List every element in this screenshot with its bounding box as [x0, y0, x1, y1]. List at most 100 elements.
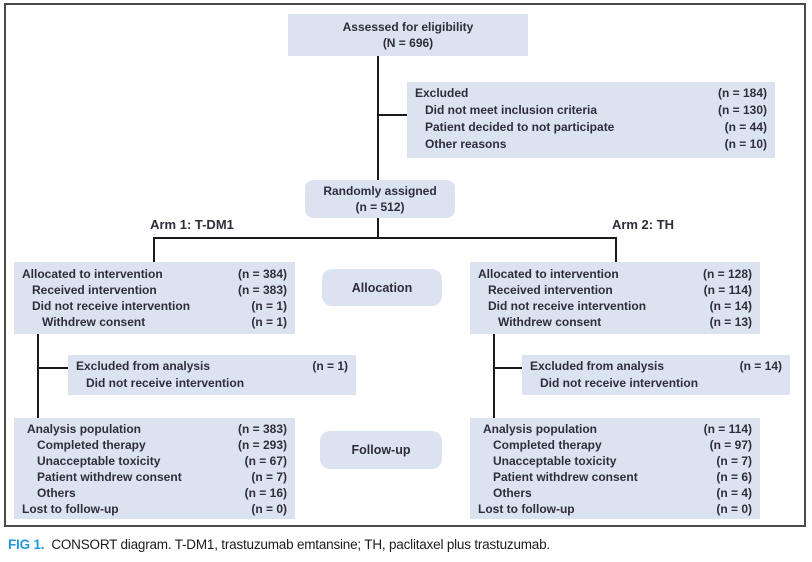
row-label: Lost to follow-up: [22, 502, 119, 516]
stage-label-allocation: Allocation: [322, 269, 442, 306]
box-row: Did not meet inclusion criteria (n = 130): [415, 102, 767, 119]
box-row: Did not receive intervention: [530, 375, 782, 392]
row-value: (n = 383): [237, 422, 287, 436]
connector-to-excluded: [377, 114, 407, 116]
row-label: Did not meet inclusion criteria: [425, 103, 598, 117]
assessed-line1: Assessed for eligibility: [342, 19, 474, 34]
row-label: Patient decided to not participate: [425, 120, 615, 134]
box-row: Unacceptable toxicity (n = 7): [478, 453, 752, 469]
row-value: (n = 128): [702, 267, 752, 281]
row-value: (n = 44): [724, 120, 767, 134]
row-label: Completed therapy: [37, 438, 146, 452]
box-row: Allocated to intervention (n = 128): [478, 266, 752, 282]
row-label: Analysis population: [27, 422, 142, 436]
row-value: (n = 0): [251, 502, 287, 516]
row-value: (n = 1): [251, 315, 287, 329]
row-value: (n = 7): [716, 454, 752, 468]
box-randomly-assigned: Randomly assigned (n = 512): [305, 180, 455, 218]
row-label: Others: [37, 486, 76, 500]
row-value: (n = 1): [312, 359, 348, 373]
box-row: Others (n = 16): [22, 485, 287, 501]
box-analysis-arm2: Analysis population(n = 114)Completed th…: [470, 418, 760, 519]
row-value: (n = 130): [717, 103, 767, 117]
row-label: Other reasons: [425, 137, 507, 151]
row-label: Excluded from analysis: [530, 359, 665, 373]
box-row: Unacceptable toxicity (n = 67): [22, 453, 287, 469]
row-value: (n = 67): [244, 454, 287, 468]
row-label: Did not receive intervention: [32, 299, 191, 313]
row-label: Withdrew consent: [498, 315, 602, 329]
box-row: Allocated to intervention (n = 384): [22, 266, 287, 282]
row-value: (n = 97): [709, 438, 752, 452]
row-label: Excluded from analysis: [76, 359, 211, 373]
randomized-line1: Randomly assigned: [323, 183, 437, 198]
assessed-count: (N = 696): [382, 36, 434, 50]
connector-left-allocation-to-analysis: [37, 334, 39, 418]
row-label: Did not receive intervention: [540, 376, 699, 390]
box-row: Excluded from analysis (n = 1): [76, 358, 348, 375]
box-row: Did not receive intervention: [76, 375, 348, 392]
box-assessed-eligibility: Assessed for eligibility (N = 696): [288, 14, 528, 56]
connector-assessed-to-randomized: [377, 56, 379, 180]
row-value: (n = 16): [244, 486, 287, 500]
row-value: (n = 293): [237, 438, 287, 452]
arm2-label: Arm 2: TH: [611, 217, 675, 232]
box-row: Received intervention (n = 114): [478, 282, 752, 298]
box-row: Completed therapy (n = 97): [478, 437, 752, 453]
box-row: Received intervention (n = 383): [22, 282, 287, 298]
row-label: Others: [493, 486, 532, 500]
box-analysis-arm1: Analysis population(n = 383)Completed th…: [14, 418, 295, 519]
row-label: Analysis population: [483, 422, 598, 436]
box-row: Lost to follow-up (n = 0): [478, 501, 752, 517]
box-row: Analysis population(n = 114): [478, 421, 752, 437]
row-label: Lost to follow-up: [478, 502, 575, 516]
box-row: Withdrew consent (n = 1): [22, 314, 287, 330]
row-label: Excluded: [415, 86, 469, 100]
row-label: Withdrew consent: [42, 315, 146, 329]
row-value: (n = 7): [251, 470, 287, 484]
connector-branch-left-down: [153, 237, 155, 262]
box-allocation-arm1: Allocated to intervention(n = 384)Receiv…: [14, 262, 295, 334]
box-row: Completed therapy (n = 293): [22, 437, 287, 453]
box-row: Lost to follow-up (n = 0): [22, 501, 287, 517]
row-label: Unacceptable toxicity: [37, 454, 161, 468]
row-label: Allocated to intervention: [478, 267, 619, 281]
box-row: Patient withdrew consent (n = 7): [22, 469, 287, 485]
box-row: Excluded from analysis (n = 14): [530, 358, 782, 375]
row-label: Received intervention: [32, 283, 157, 297]
figure-caption-label: FIG 1.: [8, 537, 45, 552]
box-row: Other reasons(n = 10): [415, 136, 767, 153]
row-value: (n = 14): [739, 359, 782, 373]
row-label: Allocated to intervention: [22, 267, 163, 281]
box-row: Others (n = 4): [478, 485, 752, 501]
connector-left-to-excluded-analysis: [38, 367, 68, 369]
row-label: Completed therapy: [493, 438, 602, 452]
connector-right-to-excluded-analysis: [494, 367, 522, 369]
row-value: (n = 383): [237, 283, 287, 297]
box-row: Patient decided to not participate (n = 4…: [415, 119, 767, 136]
randomized-count: (n = 512): [355, 200, 405, 214]
box-excluded: Excluded(n = 184)Did not meet inclusion …: [407, 82, 775, 158]
row-label: Unacceptable toxicity: [493, 454, 617, 468]
box-row: Withdrew consent(n = 13): [478, 314, 752, 330]
connector-branch-horizontal: [153, 237, 617, 239]
box-row: Did not receive intervention(n = 14): [478, 298, 752, 314]
row-value: (n = 0): [716, 502, 752, 516]
row-value: (n = 114): [703, 283, 752, 297]
box-row: Analysis population (n = 383): [22, 421, 287, 437]
box-row: Patient withdrew consent (n = 6): [478, 469, 752, 485]
row-value: (n = 384): [237, 267, 287, 281]
row-value: (n = 6): [716, 470, 752, 484]
box-row: Excluded(n = 184): [415, 85, 767, 102]
row-label: Patient withdrew consent: [493, 470, 638, 484]
box-excluded-analysis-arm1: Excluded from analysis (n = 1) Did not rec…: [68, 355, 356, 395]
stage-label-followup: Follow-up: [320, 431, 442, 469]
figure-caption: FIG 1. CONSORT diagram. T-DM1, trastuzuma…: [8, 537, 804, 552]
connector-right-allocation-to-analysis: [493, 334, 495, 418]
row-label: Received intervention: [488, 283, 613, 297]
row-value: (n = 4): [716, 486, 752, 500]
row-label: Did not receive intervention: [86, 376, 245, 390]
figure-caption-text: CONSORT diagram. T-DM1, trastuzumab emta…: [51, 537, 550, 552]
connector-randomized-to-branch: [377, 218, 379, 239]
row-label: Patient withdrew consent: [37, 470, 182, 484]
